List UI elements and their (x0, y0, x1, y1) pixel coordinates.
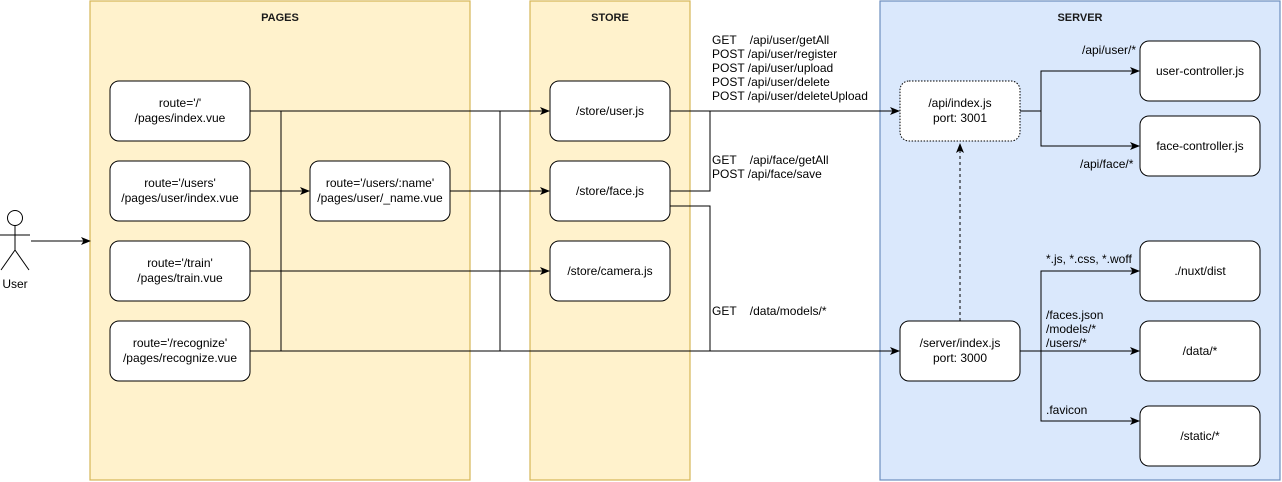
node-server-index-file: /server/index.js (920, 336, 1001, 350)
node-page-index-file: /pages/index.vue (135, 111, 226, 125)
label-models: GET /data/models/* (712, 304, 827, 318)
label-route-data-line: /faces.json (1046, 308, 1103, 322)
label-face-api: GET /api/face/getAll POST /api/face/save (712, 153, 829, 181)
lane-pages-title: PAGES (261, 12, 299, 24)
label-user-api: GET /api/user/getAll POST /api/user/regi… (712, 33, 868, 103)
node-page-index-route: route='/' (159, 96, 201, 110)
node-page-users-route: route='/users' (144, 176, 216, 190)
lane-store-title: STORE (591, 12, 629, 24)
node-page-recognize-route: route='/recognize' (133, 336, 227, 350)
edge-labels: GET /api/user/getAll POST /api/user/regi… (712, 33, 1136, 417)
node-store-face[interactable]: /store/face.js (549, 160, 671, 222)
edge-face-store-to-server (670, 205, 711, 351)
node-api-index-file: /api/index.js (928, 96, 991, 110)
node-page-recognize[interactable]: route='/recognize' /pages/recognize.vue (109, 320, 251, 382)
edge-api-to-user-controller (1020, 67, 1140, 112)
nodes: route='/' /pages/index.vue route='/users… (109, 40, 1261, 467)
user-actor-icon (0, 210, 30, 271)
node-page-users-file: /pages/user/index.vue (121, 191, 239, 205)
node-store-face-label: /store/face.js (576, 184, 644, 198)
node-face-controller-label: face-controller.js (1156, 139, 1243, 153)
node-page-user-name-route: route='/users/:name' (326, 176, 434, 190)
label-route-static: .favicon (1046, 403, 1087, 417)
label-face-api-line: POST /api/face/save (712, 167, 822, 181)
node-nuxt-dist-label: ./nuxt/dist (1174, 264, 1226, 278)
node-page-index[interactable]: route='/' /pages/index.vue (109, 80, 251, 142)
node-store-camera[interactable]: /store/camera.js (549, 240, 671, 302)
edge-server-to-static (1040, 351, 1140, 425)
lane-server-title: SERVER (1057, 12, 1102, 24)
node-page-users[interactable]: route='/users' /pages/user/index.vue (109, 160, 251, 222)
label-user-api-line: POST /api/user/register (712, 47, 837, 61)
node-user-controller-label: user-controller.js (1156, 64, 1244, 78)
user-actor-label: User (2, 277, 27, 291)
node-page-user-name-file: /pages/user/_name.vue (317, 191, 443, 205)
label-user-api-line: POST /api/user/upload (712, 61, 833, 75)
label-user-api-line: POST /api/user/deleteUpload (712, 89, 868, 103)
label-route-face: /api/face/* (1080, 157, 1134, 171)
node-static-dir-label: /static/* (1180, 429, 1220, 443)
label-user-api-line: GET /api/user/getAll (712, 33, 829, 47)
node-nuxt-dist[interactable]: ./nuxt/dist (1139, 240, 1261, 302)
node-store-user[interactable]: /store/user.js (549, 80, 671, 142)
node-store-camera-label: /store/camera.js (567, 264, 652, 278)
edges (31, 67, 1140, 425)
node-data-dir[interactable]: /data/* (1139, 320, 1261, 382)
node-data-dir-label: /data/* (1183, 344, 1218, 358)
node-face-controller[interactable]: face-controller.js (1139, 115, 1261, 177)
label-route-dist: *.js, *.css, *.woff (1046, 252, 1132, 266)
node-page-train[interactable]: route='/train' /pages/train.vue (109, 240, 251, 302)
label-route-data: /faces.json /models/* /users/* (1046, 308, 1103, 350)
label-face-api-line: GET /api/face/getAll (712, 153, 829, 167)
node-page-train-route: route='/train' (147, 256, 213, 270)
node-api-index[interactable]: /api/index.js port: 3001 (899, 80, 1021, 142)
node-page-user-name[interactable]: route='/users/:name' /pages/user/_name.v… (309, 160, 451, 222)
edge-server-to-nuxt-dist (1020, 267, 1140, 352)
node-page-train-file: /pages/train.vue (137, 271, 223, 285)
node-page-recognize-file: /pages/recognize.vue (123, 351, 237, 365)
node-store-user-label: /store/user.js (576, 104, 644, 118)
node-server-index[interactable]: /server/index.js port: 3000 (899, 320, 1021, 382)
edge-face-store-to-api (670, 111, 711, 192)
label-route-data-line: /models/* (1046, 322, 1096, 336)
label-route-data-line: /users/* (1046, 336, 1087, 350)
user-actor[interactable]: User (0, 210, 30, 292)
node-user-controller[interactable]: user-controller.js (1139, 40, 1261, 102)
node-api-index-port: port: 3001 (933, 111, 987, 125)
node-static-dir[interactable]: /static/* (1139, 405, 1261, 467)
node-server-index-port: port: 3000 (933, 351, 987, 365)
edge-api-to-face-controller (1040, 111, 1140, 150)
label-user-api-line: POST /api/user/delete (712, 75, 830, 89)
label-route-user: /api/user/* (1082, 43, 1136, 57)
